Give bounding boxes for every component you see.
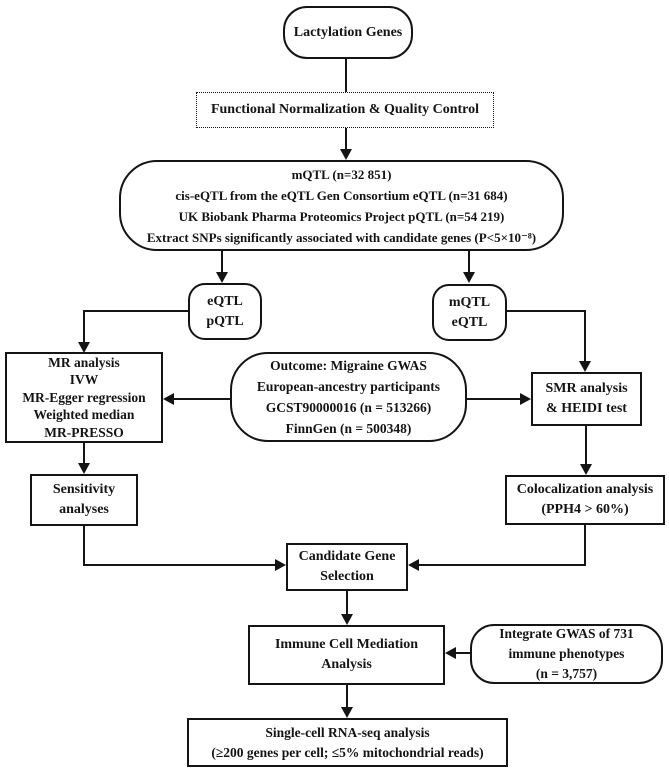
node-label: Functional Normalization & Quality Contr… bbox=[210, 102, 480, 117]
node-line: Analysis bbox=[321, 657, 372, 672]
connector-integrate-to-immune bbox=[456, 652, 470, 654]
node-candidate-gene-selection: Candidate Gene Selection bbox=[286, 543, 408, 591]
node-line: Colocalization analysis bbox=[516, 482, 654, 497]
node-line: eQTL bbox=[207, 293, 243, 309]
node-line: European-ancestry participants bbox=[256, 379, 441, 394]
node-line: UK Biobank Pharma Proteomics Project pQT… bbox=[178, 208, 505, 224]
node-line: pQTL bbox=[206, 313, 244, 329]
connector-eqtlpqtl-to-mr-v bbox=[83, 310, 85, 343]
connector-outcome-to-mr bbox=[174, 398, 230, 400]
node-line: (PPH4 > 60%) bbox=[541, 502, 629, 517]
node-smr-heidi: SMR analysis & HEIDI test bbox=[531, 372, 642, 426]
arrowhead-right-icon bbox=[275, 559, 286, 571]
node-immune-cell-mediation: Immune Cell Mediation Analysis bbox=[248, 625, 445, 685]
node-line: IVW bbox=[69, 372, 99, 388]
node-label: Lactylation Genes bbox=[293, 24, 403, 40]
connector-coloc-to-candidate-v bbox=[584, 525, 586, 566]
connector-coloc-to-candidate-h bbox=[419, 564, 585, 566]
arrowhead-left-icon bbox=[445, 647, 456, 659]
node-line: Candidate Gene bbox=[298, 549, 396, 564]
node-line: Selection bbox=[320, 569, 374, 584]
arrowhead-left-icon bbox=[408, 559, 419, 571]
connector-immune-to-singlecell bbox=[346, 685, 348, 708]
connector-candidate-to-immune bbox=[346, 591, 348, 615]
node-functional-normalization-qc: Functional Normalization & Quality Contr… bbox=[196, 92, 494, 128]
arrowhead-down-icon bbox=[341, 614, 353, 625]
node-line: Integrate GWAS of 731 bbox=[499, 626, 634, 641]
arrowhead-down-icon bbox=[341, 707, 353, 718]
arrowhead-right-icon bbox=[520, 393, 531, 405]
arrowhead-down-icon bbox=[340, 149, 352, 160]
node-mr-analysis: MR analysis IVW MR-Egger regression Weig… bbox=[5, 352, 163, 443]
connector-smr-to-coloc bbox=[585, 426, 587, 465]
node-eqtl-pqtl: eQTL pQTL bbox=[188, 283, 262, 340]
connector-sensitivity-to-candidate-h bbox=[83, 564, 275, 566]
node-line: Weighted median bbox=[33, 407, 135, 423]
node-line: FinnGen (n = 500348) bbox=[285, 421, 412, 436]
node-line: Extract SNPs significantly associated wi… bbox=[146, 229, 537, 245]
connector-qtl-to-mqtl-eqtl bbox=[468, 249, 470, 274]
connector-mqtleqtl-to-smr-v bbox=[584, 310, 586, 362]
connector-mqtleqtl-to-smr-h bbox=[507, 310, 586, 312]
node-colocalization: Colocalization analysis (PPH4 > 60%) bbox=[505, 475, 665, 525]
arrowhead-down-icon bbox=[463, 272, 475, 283]
arrowhead-down-icon bbox=[216, 272, 228, 283]
node-line: (n = 3,757) bbox=[535, 666, 598, 681]
node-line: MR-Egger regression bbox=[22, 389, 146, 405]
connector-qc-to-qtl bbox=[345, 126, 347, 151]
node-line: immune phenotypes bbox=[508, 646, 625, 661]
arrowhead-down-icon bbox=[580, 464, 592, 475]
node-line: mQTL (n=32 851) bbox=[291, 166, 392, 182]
node-line: MR analysis bbox=[48, 354, 120, 370]
node-line: GCST90000016 (n = 513266) bbox=[265, 400, 432, 415]
node-line: MR-PRESSO bbox=[44, 424, 124, 440]
connector-qtl-to-eqtl-pqtl bbox=[221, 249, 223, 274]
arrowhead-down-icon bbox=[579, 361, 591, 372]
node-line: Single-cell RNA-seq analysis bbox=[265, 724, 430, 740]
node-line: & HEIDI test bbox=[546, 401, 627, 416]
arrowhead-down-icon bbox=[78, 342, 90, 353]
node-qtl-data-sources: mQTL (n=32 851) cis-eQTL from the eQTL G… bbox=[119, 160, 564, 251]
arrowhead-down-icon bbox=[78, 463, 90, 474]
node-single-cell-rnaseq: Single-cell RNA-seq analysis (≥200 genes… bbox=[187, 718, 508, 767]
node-lactylation-genes: Lactylation Genes bbox=[283, 6, 413, 59]
node-line: Sensitivity bbox=[52, 482, 116, 497]
connector-mr-to-sensitivity bbox=[83, 443, 85, 464]
node-line: SMR analysis bbox=[545, 381, 628, 396]
arrowhead-left-icon bbox=[163, 393, 174, 405]
node-line: cis-eQTL from the eQTL Gen Consortium eQ… bbox=[175, 187, 508, 203]
connector-sensitivity-to-candidate-v bbox=[83, 526, 85, 566]
node-integrate-gwas-731: Integrate GWAS of 731 immune phenotypes … bbox=[470, 624, 663, 684]
node-outcome-migraine-gwas: Outcome: Migraine GWAS European-ancestry… bbox=[230, 352, 467, 442]
node-line: Immune Cell Mediation bbox=[274, 637, 419, 652]
node-line: Outcome: Migraine GWAS bbox=[270, 358, 427, 373]
connector-outcome-to-smr bbox=[467, 398, 520, 400]
connector-lactylation-to-qc bbox=[345, 57, 347, 93]
connector-eqtlpqtl-to-mr-h bbox=[84, 310, 188, 312]
node-sensitivity-analyses: Sensitivity analyses bbox=[30, 474, 138, 526]
node-line: mQTL bbox=[448, 294, 491, 310]
node-mqtl-eqtl: mQTL eQTL bbox=[432, 284, 507, 341]
node-line: (≥200 genes per cell; ≤5% mitochondrial … bbox=[211, 744, 484, 760]
node-line: eQTL bbox=[451, 314, 488, 330]
node-line: analyses bbox=[59, 502, 109, 517]
